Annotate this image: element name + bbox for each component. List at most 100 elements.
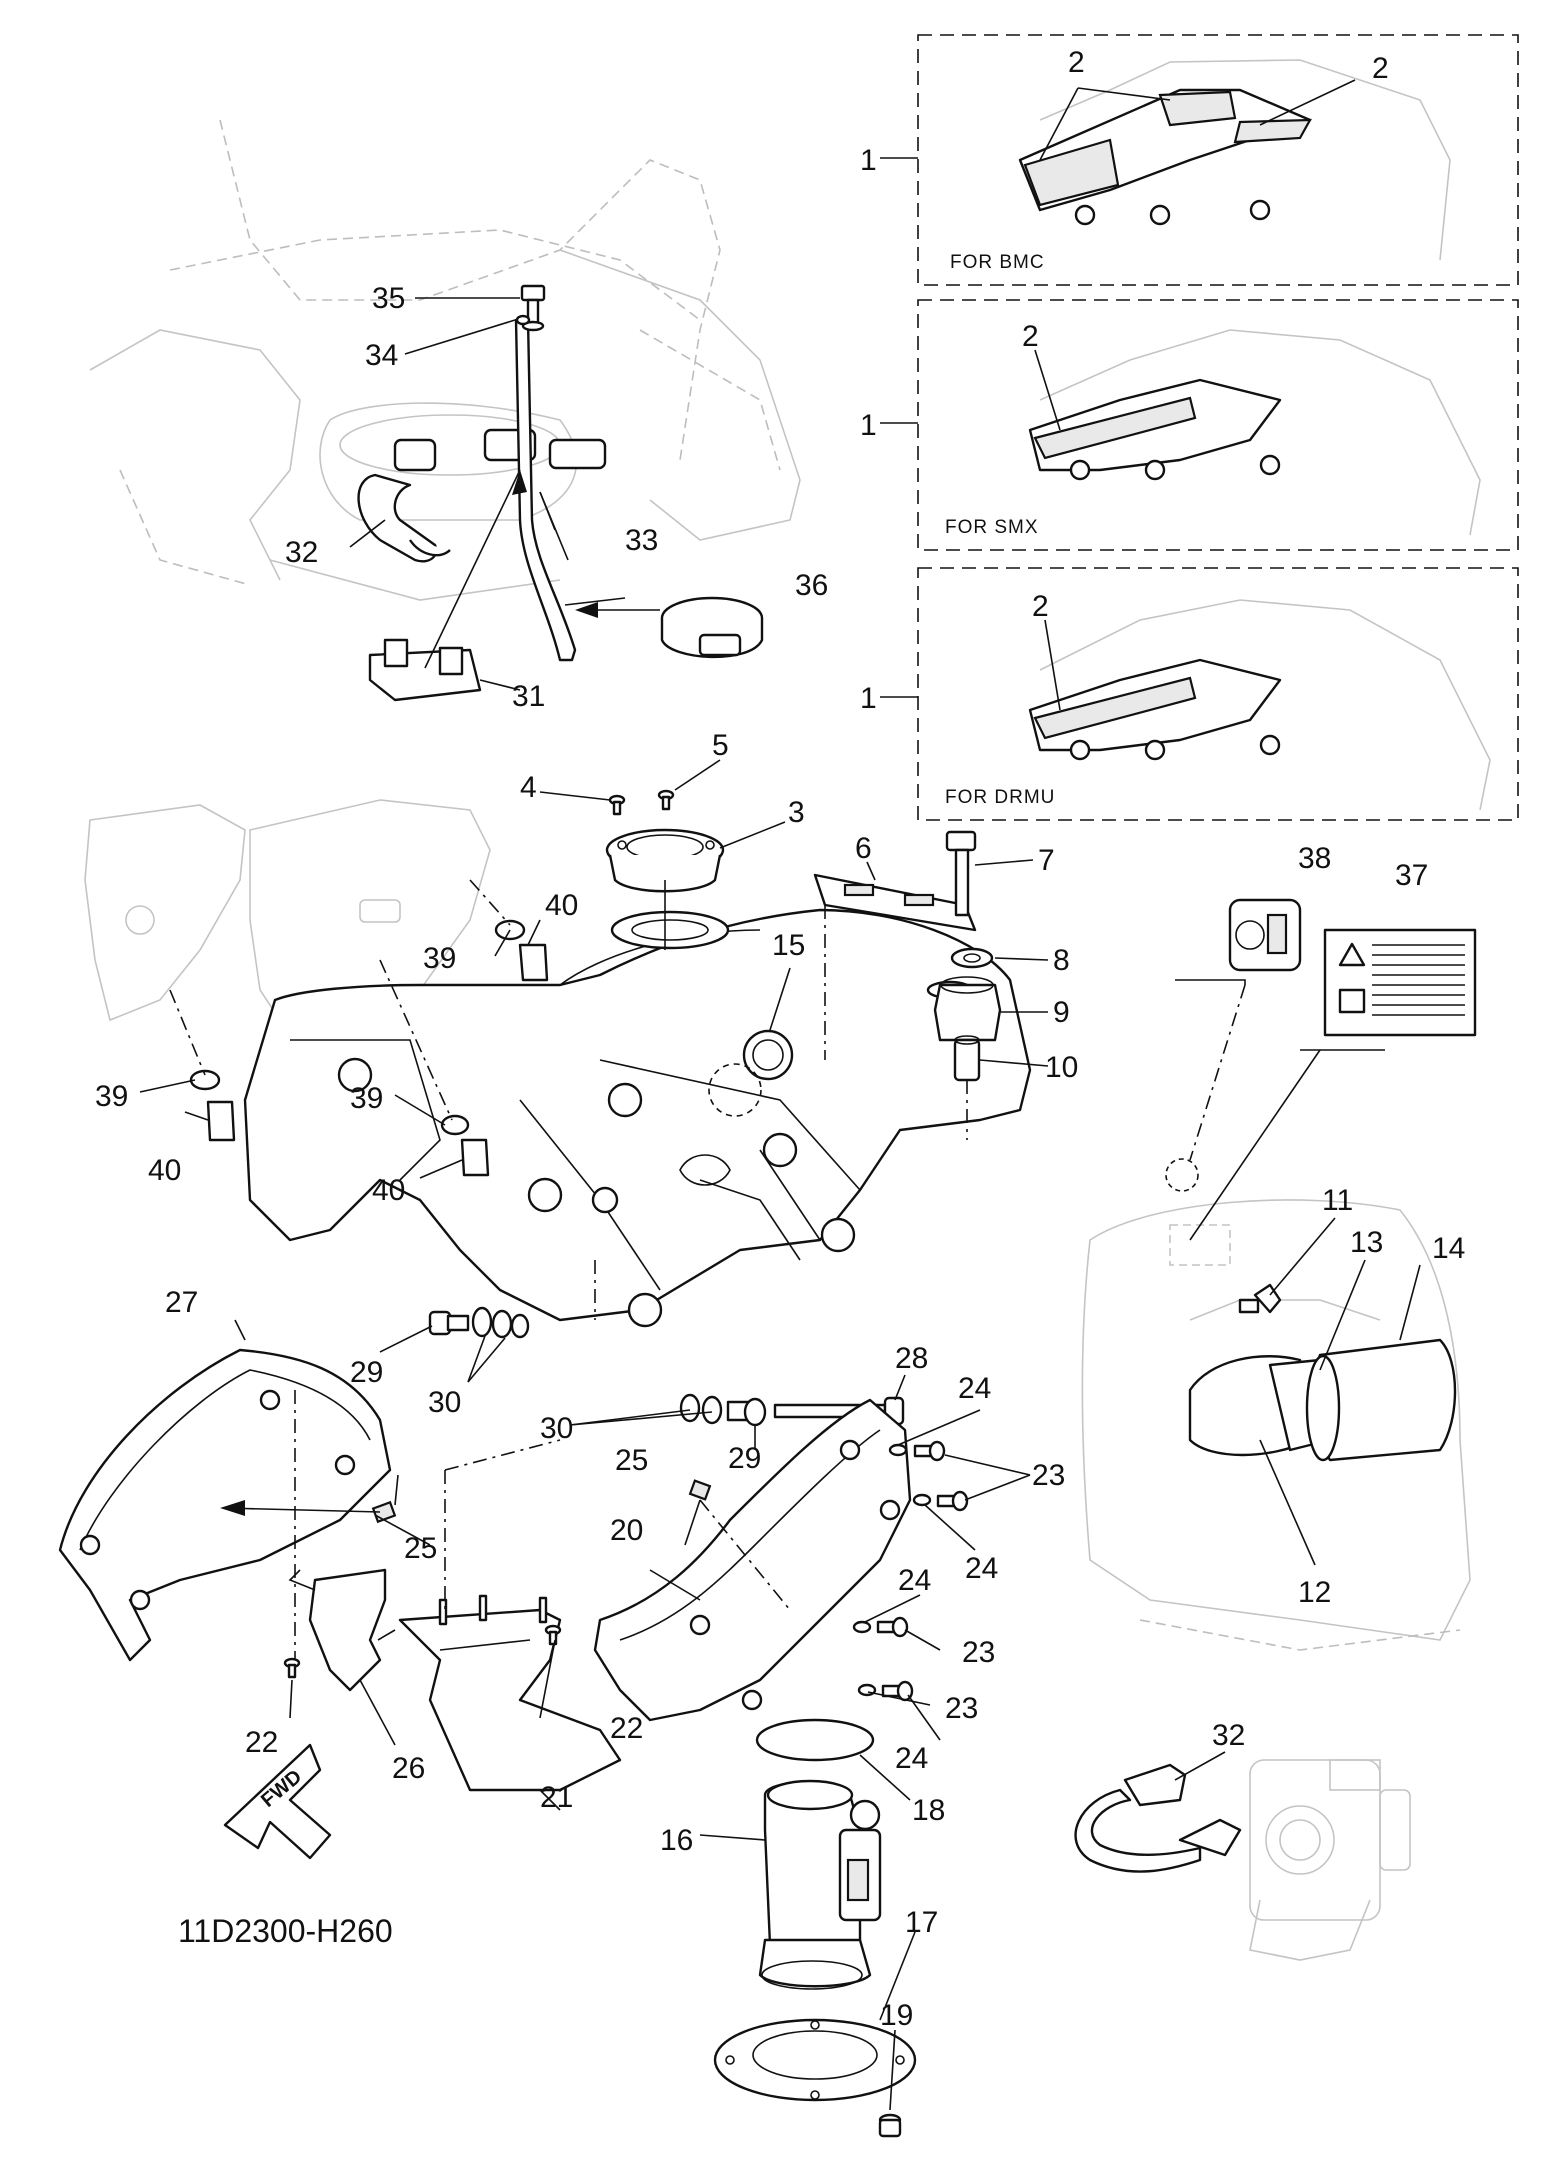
callout-24: 24 — [965, 1552, 998, 1585]
callout-38: 38 — [1298, 842, 1331, 875]
background-frame-outline — [89, 119, 801, 601]
callout-1: 1 — [860, 144, 877, 177]
callout-37: 37 — [1395, 859, 1428, 892]
fuel-tank — [243, 908, 1032, 1328]
callout-8: 8 — [1053, 944, 1070, 977]
screw-19 — [878, 2113, 902, 2138]
fuel-hose-32 — [1074, 1763, 1242, 1873]
screw-23-b — [912, 1490, 969, 1512]
callout-labels: 1 1 1 2 2 2 2 3 4 5 6 7 8 9 10 11 12 13 … — [95, 46, 1465, 2032]
sticker-25-guide — [699, 1499, 791, 1611]
callout-25: 25 — [404, 1532, 437, 1565]
damper-39-40-middle — [440, 1114, 490, 1177]
variant-caption-smx: FOR SMX — [945, 517, 1039, 538]
callout-39: 39 — [95, 1080, 128, 1113]
callout-35: 35 — [372, 282, 405, 315]
callout-1: 1 — [860, 682, 877, 715]
callout-16: 16 — [660, 1824, 693, 1857]
tank-emblem-15 — [708, 1029, 794, 1117]
callout-1: 1 — [860, 409, 877, 442]
callout-23: 23 — [962, 1636, 995, 1669]
bracket-6 — [813, 873, 977, 932]
arrowhead-36 — [575, 602, 598, 618]
callout-24: 24 — [958, 1372, 991, 1405]
clip-34 — [515, 314, 531, 326]
screw-22-left — [283, 1657, 301, 1679]
callout-6: 6 — [855, 832, 872, 865]
sticker-38-guide — [1189, 984, 1246, 1161]
damper-39-40-left — [189, 1069, 236, 1142]
callout-24: 24 — [898, 1564, 931, 1597]
callout-31: 31 — [512, 680, 545, 713]
callout-11: 11 — [1322, 1184, 1353, 1217]
callout-10: 10 — [1045, 1051, 1078, 1084]
arrow-31-to-pump — [424, 469, 521, 669]
callout-2: 2 — [1068, 46, 1085, 79]
sticker-38-bracket — [1175, 979, 1246, 985]
callout-40: 40 — [148, 1154, 181, 1187]
bolt-29-left — [428, 1310, 470, 1336]
collar-30-right — [679, 1393, 723, 1425]
collar-30-left — [471, 1306, 530, 1339]
callout-30: 30 — [428, 1386, 461, 1419]
throttle-body — [1249, 1759, 1411, 1961]
callout-5: 5 — [712, 729, 729, 762]
callout-23: 23 — [1032, 1459, 1065, 1492]
vent-fitting-35 — [520, 284, 546, 332]
arrow-25-left — [224, 1507, 381, 1513]
bracket-26 — [288, 1568, 396, 1692]
callout-12: 12 — [1298, 1576, 1331, 1609]
callout-26: 26 — [392, 1752, 425, 1785]
screw-4 — [608, 794, 626, 816]
callout-22: 22 — [245, 1726, 278, 1759]
diagram-code: 11D2300-H260 — [178, 1913, 393, 1949]
callout-29: 29 — [350, 1356, 383, 1389]
variant-caption-bmc: FOR BMC — [950, 252, 1045, 273]
callout-36: 36 — [795, 569, 828, 602]
bracket-21 — [398, 1594, 622, 1792]
callout-28: 28 — [895, 1342, 928, 1375]
bracket-31 — [368, 638, 482, 702]
label-37-guide — [1189, 1049, 1321, 1241]
side-cover-20 — [593, 1398, 912, 1722]
callout-32: 32 — [285, 536, 318, 569]
callout-33: 33 — [625, 524, 658, 557]
bolt-7 — [945, 830, 977, 917]
callout-14: 14 — [1432, 1232, 1465, 1265]
callout-2: 2 — [1022, 320, 1039, 353]
screw-23-d — [857, 1680, 914, 1702]
tool-case-12-13-14 — [1188, 1338, 1457, 1462]
damper-9 — [933, 976, 1002, 1042]
fuel-pump-top-fittings — [357, 428, 607, 563]
bracket-21-guide-b — [444, 1439, 561, 1471]
variant-box-drmu — [917, 567, 1519, 821]
o-ring-18 — [755, 1718, 875, 1762]
callout-15: 15 — [772, 929, 805, 962]
arrowhead-25-left — [220, 1500, 245, 1516]
fwd-arrow-icon: FWD — [223, 1743, 332, 1860]
callout-21: 21 — [540, 1781, 573, 1814]
callout-20: 20 — [610, 1514, 643, 1547]
callout-25: 25 — [615, 1444, 648, 1477]
side-cover-27 — [58, 1348, 392, 1662]
damper-guide-left — [169, 989, 206, 1076]
callout-34: 34 — [365, 339, 398, 372]
damper-guide-middle — [379, 959, 453, 1121]
caution-label-37 — [1323, 928, 1477, 1037]
variant-box-smx — [917, 299, 1519, 551]
hose-clamp-36 — [660, 596, 764, 659]
callout-39: 39 — [350, 1082, 383, 1115]
callout-4: 4 — [520, 771, 537, 804]
callout-18: 18 — [912, 1794, 945, 1827]
callout-40: 40 — [372, 1174, 405, 1207]
collar-10 — [953, 1035, 981, 1082]
callout-2: 2 — [1032, 590, 1049, 623]
leader-lines — [139, 79, 1421, 2111]
screw-22-right — [544, 1624, 562, 1646]
callout-3: 3 — [788, 796, 805, 829]
gasket-plate-17 — [713, 2018, 917, 2102]
callout-39: 39 — [423, 942, 456, 975]
callout-22: 22 — [610, 1712, 643, 1745]
variant-caption-drmu: FOR DRMU — [945, 787, 1055, 808]
